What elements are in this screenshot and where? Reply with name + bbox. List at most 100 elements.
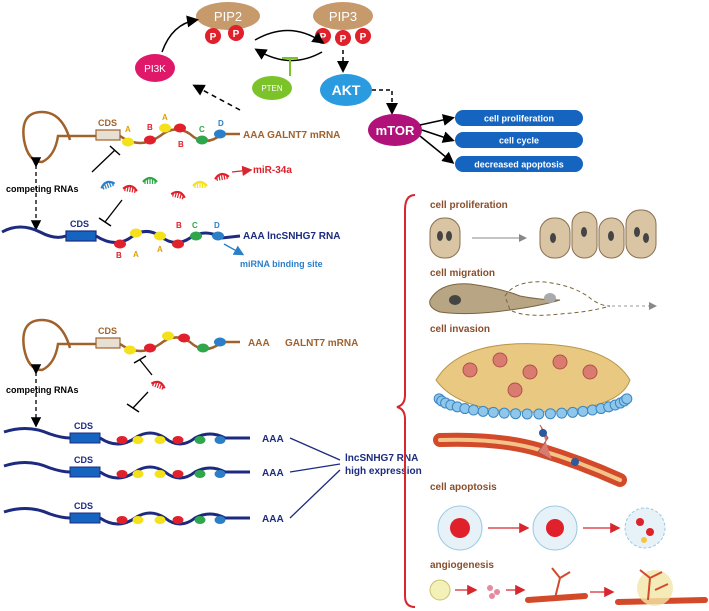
outcome-box: [455, 156, 583, 172]
invasive-cell: [582, 364, 598, 380]
binding-site: [194, 470, 206, 478]
cds-label: CDS: [74, 501, 93, 511]
pten-node: PTEN: [252, 57, 298, 100]
phospho-circle: [228, 25, 244, 41]
vessel-illustration: [433, 424, 627, 487]
binding-site-a: [122, 137, 134, 147]
phospho-label: P: [360, 32, 367, 43]
outcome-box: [455, 110, 583, 126]
mirna-icon: [100, 180, 116, 190]
binding-site-a: [124, 345, 136, 355]
binding-site: [154, 516, 166, 524]
membrane-cell: [487, 406, 499, 418]
pip2-to-pip3-arrow: [254, 29, 325, 44]
mtor-outcome-arrow: [421, 129, 455, 143]
lnc-rna-line: [3, 507, 100, 520]
invasive-cell: [492, 352, 508, 368]
membrane-cell: [510, 408, 522, 420]
binding-site: [132, 516, 144, 524]
site-a-label: A: [162, 113, 168, 122]
binding-site: [172, 470, 184, 478]
binding-site-label: miRNA binding site: [240, 259, 323, 269]
binding-site: [214, 470, 226, 478]
galnt7-label: GALNT7 mRNA: [285, 338, 358, 349]
mirna-icon: [170, 190, 186, 200]
pi3k-node: PI3K: [135, 54, 175, 82]
cds-box: [95, 337, 121, 349]
binding-site-c: [197, 343, 209, 353]
cds-box: [95, 129, 121, 141]
feedback-to-pi3k-arrow: [192, 84, 241, 111]
site-b-label: B: [116, 251, 122, 260]
binding-site: [116, 436, 128, 444]
competing-label: competing RNAs: [6, 385, 79, 395]
cds-label: CDS: [74, 455, 93, 465]
invasion-illustration: [433, 343, 633, 420]
cds-box: [65, 230, 97, 242]
outcome-box: [455, 132, 583, 148]
pi3k-to-pip2-arrow: [161, 15, 199, 53]
phospho-circle: [335, 30, 351, 46]
galnt7-label: AAA GALNT7 mRNA: [243, 130, 340, 141]
binding-site: [194, 436, 206, 444]
cds-box: [69, 466, 101, 478]
aaa-label: AAA: [262, 434, 284, 445]
aaa-label: AAA: [248, 338, 270, 349]
membrane-cell: [544, 408, 556, 420]
phospho-label: P: [340, 34, 347, 45]
mirna-icon: [192, 180, 208, 188]
binding-site-b: [172, 239, 184, 249]
high-expression-line2: high expression: [345, 466, 422, 477]
migration-title: cell migration: [430, 268, 495, 279]
akt-node: AKT: [320, 74, 372, 106]
binding-site-b: [144, 343, 156, 353]
invasion-title: cell invasion: [430, 324, 490, 335]
inhibit-bar: [98, 217, 112, 227]
angiogenesis-title: angiogenesis: [430, 560, 494, 571]
angiogenesis-illustration: [429, 567, 708, 606]
aaa-label: AAA: [262, 514, 284, 525]
membrane-cell: [477, 405, 489, 417]
binding-site: [214, 516, 226, 524]
inhibit-bar: [109, 145, 121, 156]
galnt7-mrna-loop: [22, 318, 72, 372]
connector-line: [289, 463, 341, 473]
membrane-cell: [621, 393, 633, 405]
free-mirnas: [100, 172, 230, 200]
binding-site-b: [144, 135, 156, 145]
connector-line: [289, 469, 341, 519]
binding-site: [172, 516, 184, 524]
apoptosis-illustration: [437, 505, 666, 551]
cds-label: CDS: [70, 219, 89, 229]
binding-site-c: [190, 231, 202, 241]
invasive-cell: [507, 382, 523, 398]
lnc-label: AAA lncSNHG7 RNA: [243, 231, 340, 242]
proliferation-title: cell proliferation: [430, 200, 508, 211]
cds-box: [69, 512, 101, 524]
binding-site-c: [196, 135, 208, 145]
mtor-node: mTOR: [368, 114, 422, 146]
inhibit-bar: [126, 403, 140, 413]
site-a-label: A: [133, 250, 139, 259]
cds-box: [69, 432, 101, 444]
galnt7-mrna-loop: [22, 110, 72, 164]
proliferation-illustration: [429, 209, 657, 259]
migration-illustration: [429, 281, 657, 316]
site-a-label: A: [125, 125, 131, 134]
binding-site: [214, 436, 226, 444]
phospho-circle: [205, 28, 221, 44]
lnc-rna-line: [3, 461, 100, 474]
phospho-circle: [355, 28, 371, 44]
cds-label: CDS: [98, 326, 117, 336]
high-expression-line1: lncSNHG7 RNA: [345, 453, 418, 464]
binding-site-a: [159, 123, 171, 133]
binding-site: [154, 470, 166, 478]
mtor-outcome-arrow: [419, 135, 455, 164]
binding-site: [154, 436, 166, 444]
inhibit-bar: [133, 355, 147, 364]
mir34a-label: miR-34a: [253, 165, 292, 176]
mtor-outcome-arrow: [419, 114, 455, 126]
binding-site: [132, 470, 144, 478]
outcome-label: cell proliferation: [484, 114, 554, 124]
